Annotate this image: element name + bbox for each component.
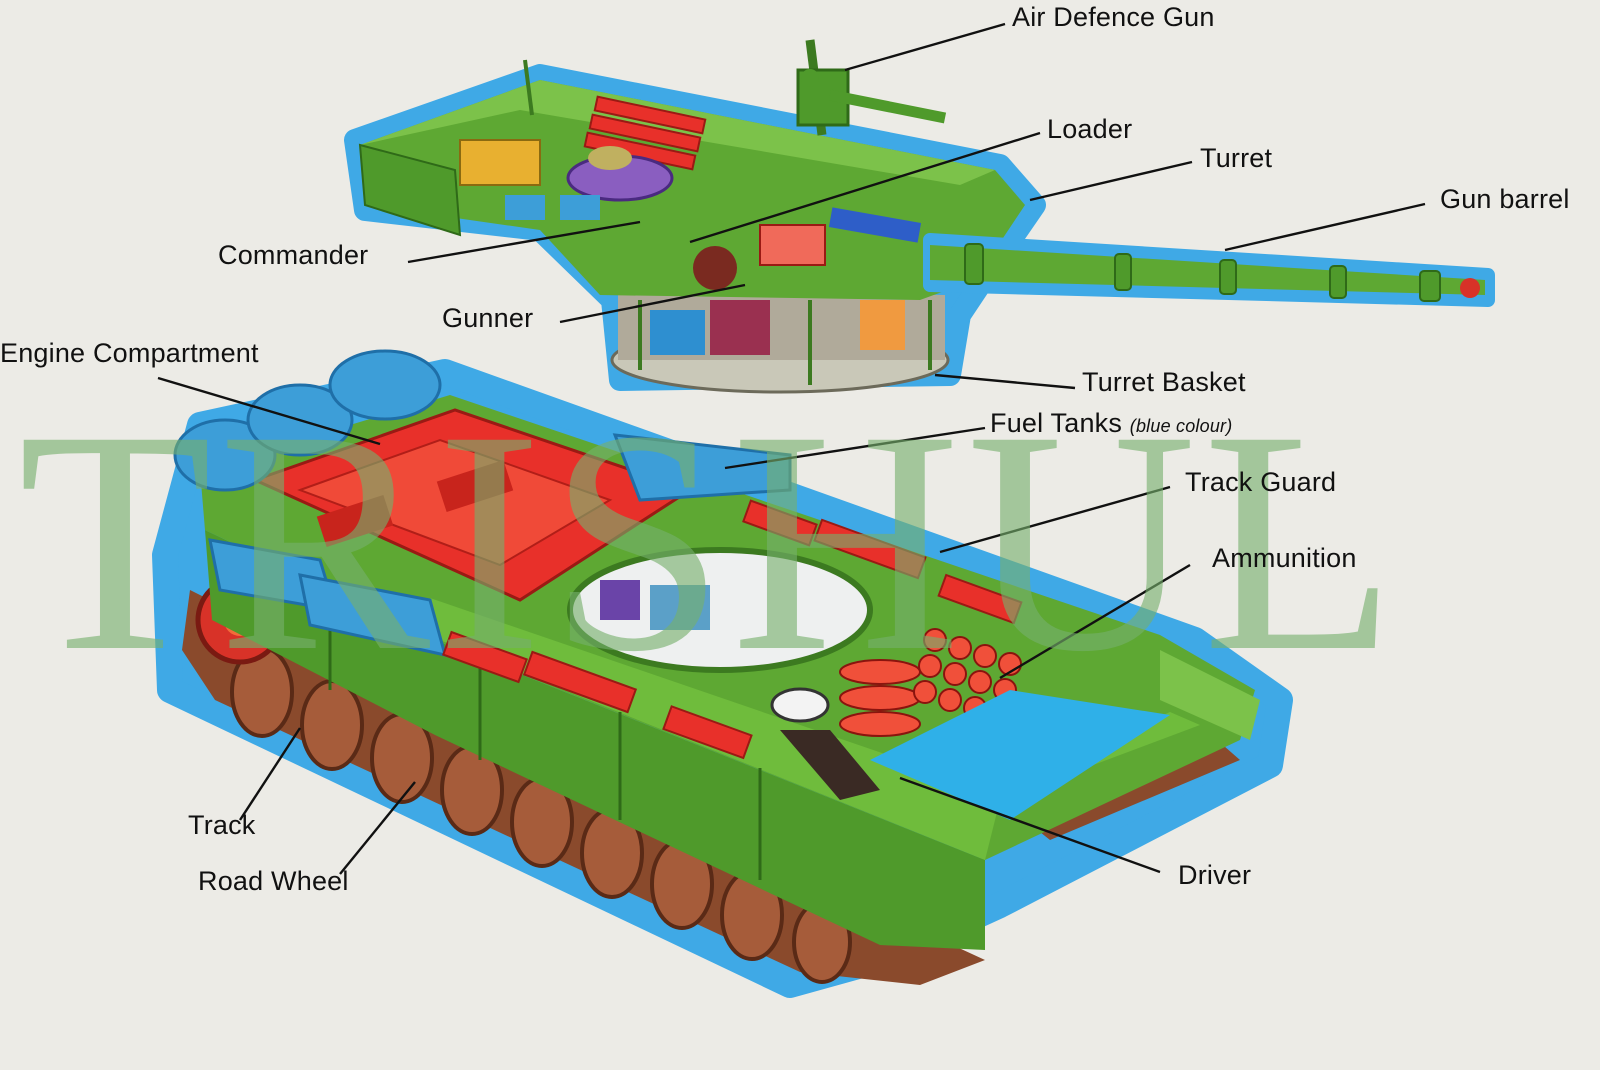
label-fuel-tanks: Fuel Tanks (blue colour) — [990, 408, 1232, 439]
label-gun-barrel: Gun barrel — [1440, 184, 1570, 214]
gunner-figure — [693, 246, 737, 290]
turret — [344, 39, 1046, 394]
turret-basket — [610, 290, 950, 394]
turret-ammo — [583, 95, 707, 171]
hull — [152, 349, 1293, 998]
driver-figure — [780, 730, 880, 800]
label-turret-basket: Turret Basket — [1082, 367, 1246, 397]
label-turret: Turret — [1200, 143, 1273, 173]
driver-compartment — [870, 690, 1170, 820]
label-gunner: Gunner — [442, 303, 534, 333]
label-air-defence-gun: Air Defence Gun — [1012, 2, 1215, 32]
label-fuel-tanks-text: Fuel Tanks — [990, 408, 1123, 438]
engine-compartment — [250, 408, 694, 602]
label-engine-compartment: Engine Compartment — [0, 338, 259, 368]
label-driver: Driver — [1178, 860, 1252, 890]
watermark: TRISHUL — [18, 365, 1403, 717]
air-defence-gun — [796, 39, 947, 136]
turret-ring-opening — [567, 547, 873, 673]
label-track-guard: Track Guard — [1185, 467, 1337, 497]
gun-barrel — [923, 233, 1495, 307]
label-track: Track — [188, 810, 256, 840]
fuel-tanks — [173, 349, 792, 658]
label-ammunition: Ammunition — [1212, 543, 1357, 573]
label-loader: Loader — [1047, 114, 1133, 144]
label-road-wheel: Road Wheel — [198, 866, 349, 896]
label-fuel-tanks-note: (blue colour) — [1129, 416, 1233, 436]
label-commander: Commander — [218, 240, 369, 270]
leader-lines — [157, 22, 1426, 875]
